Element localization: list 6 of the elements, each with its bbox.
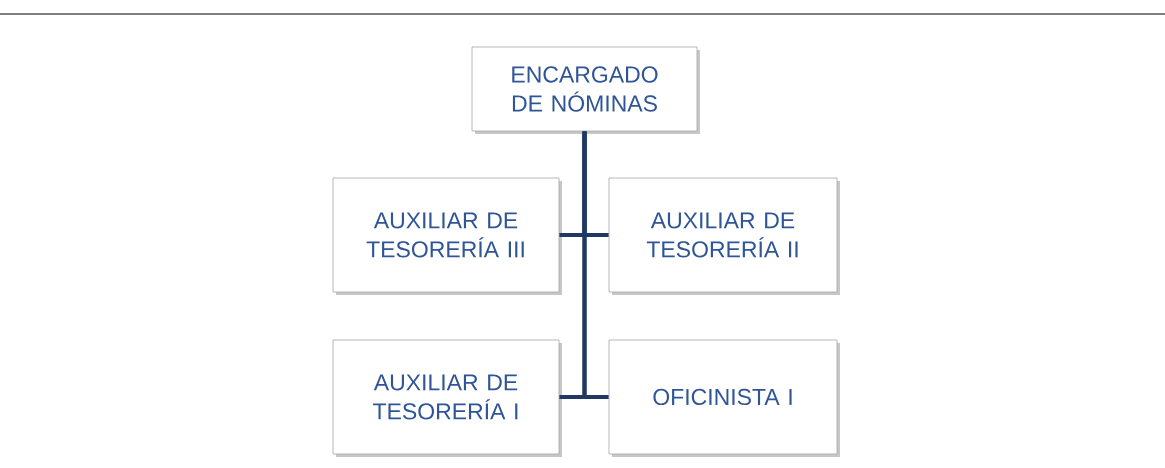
- org-box: AUXILIAR DE TESORERÍA II: [608, 177, 840, 295]
- org-box: OFICINISTA I: [608, 339, 840, 457]
- connector-line: [582, 131, 609, 399]
- org-box: AUXILIAR DE TESORERÍA III: [332, 177, 562, 295]
- org-box: ENCARGADO DE NÓMINAS: [471, 46, 700, 134]
- org-box: AUXILIAR DE TESORERÍA I: [332, 339, 562, 457]
